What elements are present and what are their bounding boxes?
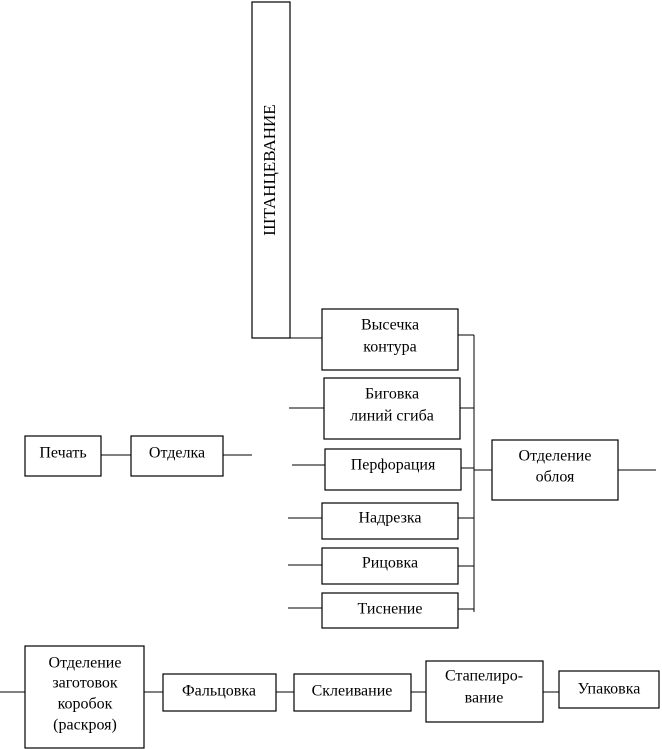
node-faltsovka: Фальцовка (162, 673, 277, 712)
node-tisnenie: Тиснение (321, 592, 459, 629)
node-pechat-label: Печать (39, 445, 86, 462)
node-vysechka-label-line2: контура (363, 339, 416, 356)
node-nadrezka: Надрезка (321, 502, 459, 540)
node-shtantsevanie-label: ШТАНЦЕВАНИЕ (260, 104, 279, 235)
connectors (0, 334, 656, 693)
node-nadrezka-label: Надрезка (358, 510, 421, 527)
node-otdelka-label: Отделка (149, 445, 205, 462)
node-shtantsevanie: ШТАНЦЕВАНИЕ (251, 1, 291, 339)
node-stapelirovanie-label-line1: Стапелиро- (445, 668, 523, 685)
node-otdelenie-zagotovok-label-line3: коробок (58, 696, 113, 713)
node-skleivanie-label: Склеивание (312, 683, 393, 700)
node-otdelka: Отделка (130, 435, 224, 477)
node-bigovka: Биговка линий сгиба (323, 377, 461, 440)
node-upakovka-label: Упаковка (578, 681, 641, 698)
node-stapelirovanie: Стапелиро- вание (425, 660, 544, 723)
node-stapelirovanie-label-line2: вание (465, 690, 504, 707)
node-ritsovka-label: Рицовка (362, 555, 418, 572)
node-vysechka: Высечка контура (321, 308, 459, 371)
node-otdelenie-obloya-label-line1: Отделение (519, 448, 592, 465)
node-bigovka-label-line1: Биговка (365, 386, 419, 403)
node-otdelenie-zagotovok: Отделение заготовок коробок (раскроя) (24, 645, 145, 749)
node-skleivanie: Склеивание (293, 673, 412, 712)
node-otdelenie-zagotovok-label-line2: заготовок (52, 675, 118, 692)
node-otdelenie-zagotovok-label-line1: Отделение (49, 655, 122, 672)
node-pechat: Печать (24, 435, 102, 477)
node-otdelenie-obloya-label-line2: облоя (536, 469, 575, 486)
node-perforatsiya-label: Перфорация (351, 457, 436, 474)
node-ritsovka: Рицовка (321, 547, 459, 585)
node-otdelenie-zagotovok-label-line4: (раскроя) (53, 717, 117, 734)
node-upakovka: Упаковка (558, 670, 660, 709)
node-vysechka-label-line1: Высечка (361, 317, 419, 334)
node-perforatsiya: Перфорация (324, 448, 462, 491)
node-tisnenie-label: Тиснение (358, 601, 423, 618)
node-otdelenie-obloya: Отделение облоя (491, 439, 619, 501)
node-faltsovka-label: Фальцовка (182, 683, 256, 700)
node-bigovka-label-line2: линий сгиба (350, 408, 434, 425)
